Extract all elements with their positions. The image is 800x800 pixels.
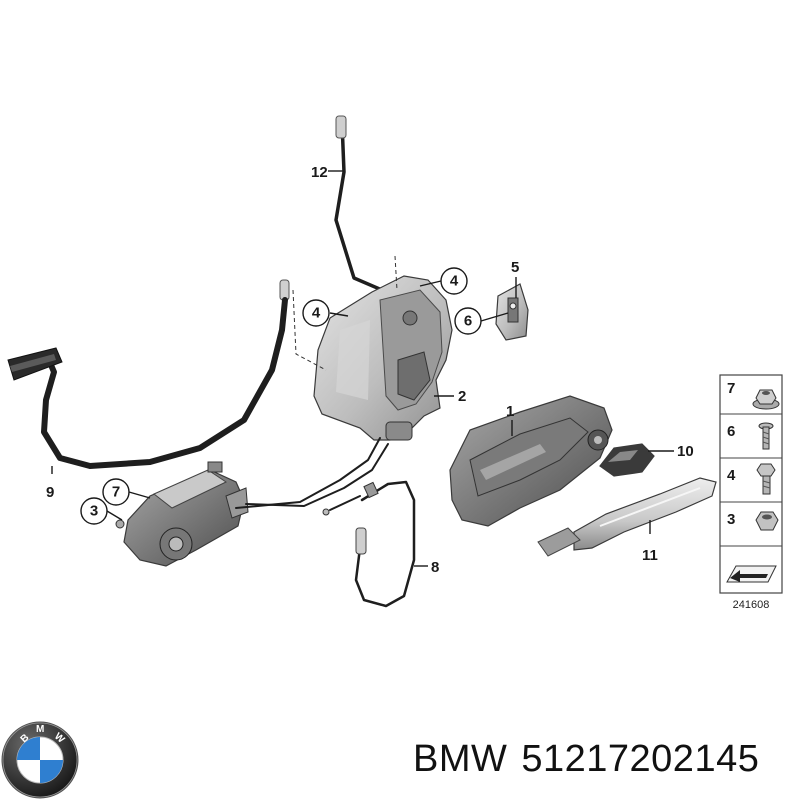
callout-1: 1 (506, 403, 514, 420)
callout-8: 12 (311, 164, 328, 181)
bowden-cable-part-10 (322, 480, 416, 608)
hex-nut-icon (755, 511, 779, 531)
actuator-motor (115, 461, 249, 567)
fastener-legend: 7 6 4 3 241608 (719, 374, 783, 611)
connector-cable (235, 437, 389, 509)
callout-4-upper: 4 (450, 273, 459, 290)
handle-carrier-part-1 (449, 395, 613, 527)
striker-part-5 (495, 283, 529, 341)
diagram-number: 241608 (733, 599, 770, 611)
callout-7: 7 (112, 484, 120, 501)
brand-name: BMW (413, 738, 508, 780)
callout-2: 2 (458, 388, 466, 405)
part-number: 51217202145 (521, 738, 760, 780)
arrow-plate-icon (726, 565, 777, 583)
callout-9: 9 (46, 484, 54, 501)
door-handle-part-12 (537, 477, 717, 557)
callouts: 12 4 4 5 6 2 1 10 11 9 7 (46, 164, 694, 576)
legend-label-4: 4 (727, 467, 736, 484)
rod-part-8 (334, 115, 384, 292)
flange-nut-icon (752, 389, 780, 410)
part-number-caption: BMW 51217202145 (413, 738, 773, 781)
callout-10: 8 (431, 559, 439, 576)
callout-4-lower: 4 (312, 305, 321, 322)
cable-part-9 (7, 279, 290, 469)
callout-6: 6 (464, 313, 472, 330)
callout-3: 3 (90, 503, 98, 520)
cover-cap-part-11 (599, 443, 655, 477)
legend-label-3: 3 (727, 511, 735, 528)
door-lock-part-2 (313, 275, 453, 441)
legend-label-7: 7 (727, 380, 735, 397)
callout-5: 5 (511, 259, 519, 276)
callout-12: 11 (642, 547, 658, 564)
screw-icon (758, 422, 774, 450)
callout-11: 10 (677, 443, 694, 460)
legend-label-6: 6 (727, 423, 735, 440)
svg-text:M: M (36, 724, 44, 735)
bmw-roundel-logo: B M W (1, 721, 79, 799)
dashed-guide-lines (292, 255, 398, 371)
bolt-icon (756, 463, 776, 495)
